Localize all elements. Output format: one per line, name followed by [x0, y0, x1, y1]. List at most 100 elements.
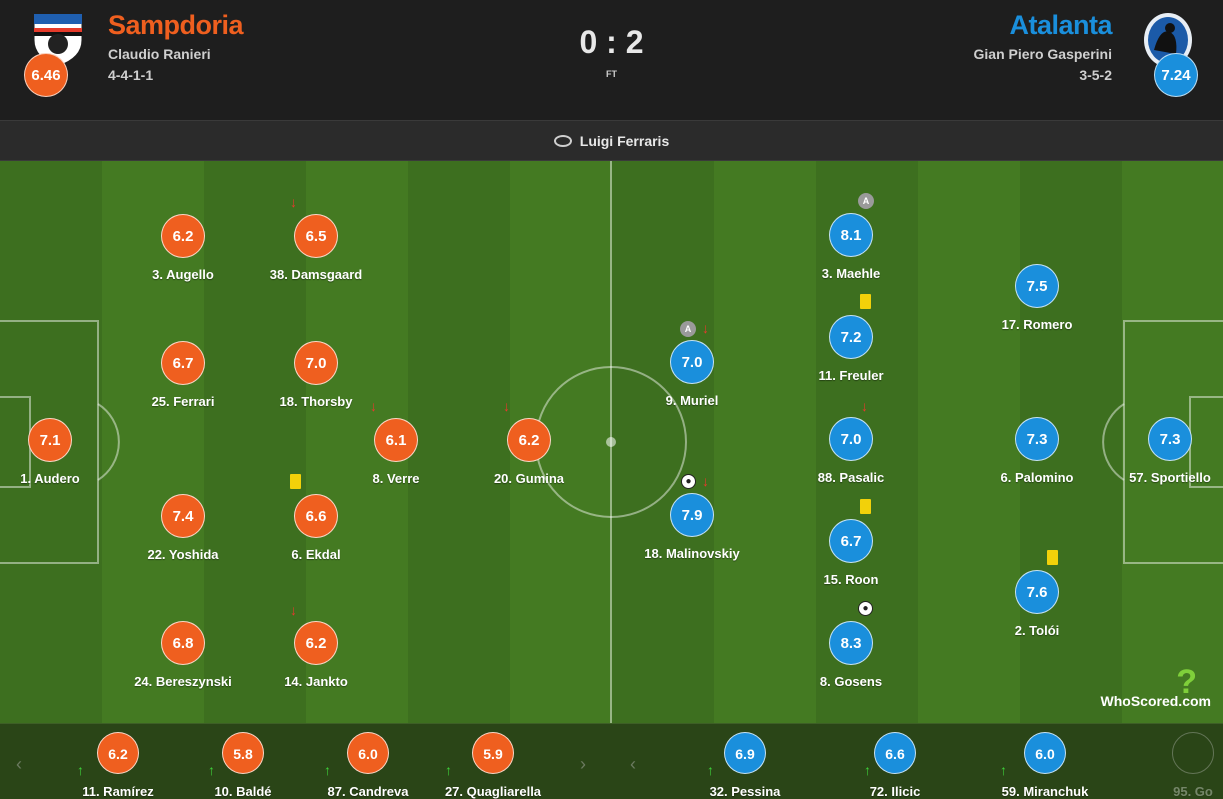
sub-pessina[interactable]: 6.9 32. Pessina	[680, 732, 810, 799]
player-name: 72. Ilicic	[869, 784, 921, 799]
yellow-card-icon	[860, 499, 871, 514]
player-sportiello[interactable]: 7.3 57. Sportiello	[1090, 417, 1223, 485]
player-rating: 7.0	[294, 341, 338, 385]
captain-icon: A	[680, 321, 696, 337]
player-name: 11. Freuler	[818, 368, 884, 383]
player-rating: 5.8	[222, 732, 264, 774]
player-rating: 6.6	[294, 494, 338, 538]
player-rating: 6.6	[874, 732, 916, 774]
player-ferrari[interactable]: 6.7 25. Ferrari	[103, 341, 263, 409]
yellow-card-icon	[860, 294, 871, 309]
player-romero[interactable]: 7.5 17. Romero	[957, 264, 1117, 332]
sub-ilicic[interactable]: 6.6 72. Ilicic	[830, 732, 960, 799]
substitutes-bar: ‹ › ‹ 6.2 11. Ramírez ↑ 5.8 10. Baldé ↑ …	[0, 723, 1223, 799]
player-name: 6. Palomino	[1000, 470, 1074, 485]
player-maehle[interactable]: 8.1 3. Maehle	[771, 213, 931, 281]
player-augello[interactable]: 6.2 3. Augello	[103, 214, 263, 282]
player-toloi[interactable]: 7.6 2. Tolói	[957, 570, 1117, 638]
player-name: 2. Tolói	[1014, 623, 1060, 638]
ball-icon: ●	[858, 601, 873, 616]
home-team-name[interactable]: Sampdoria	[108, 10, 244, 40]
sub-partial[interactable]: 95. Go	[1128, 732, 1223, 799]
player-palomino[interactable]: 7.3 6. Palomino	[957, 417, 1117, 485]
player-rating: 6.2	[294, 621, 338, 665]
player-name: 9. Muriel	[665, 393, 719, 408]
player-malinovskiy[interactable]: 7.9 18. Malinovskiy	[612, 493, 772, 561]
sub-ramirez[interactable]: 6.2 11. Ramírez	[53, 732, 183, 799]
arrow-down-icon: ↓	[702, 320, 709, 336]
player-rating: 8.3	[829, 621, 873, 665]
player-rating: 6.0	[1024, 732, 1066, 774]
player-name: 3. Augello	[152, 267, 214, 282]
player-rating: 7.9	[670, 493, 714, 537]
player-rating	[1172, 732, 1214, 774]
home-coach: Claudio Ranieri	[108, 46, 211, 62]
player-thorsby[interactable]: 7.0 18. Thorsby	[236, 341, 396, 409]
player-name: 1. Audero	[20, 471, 80, 486]
arrow-up-icon: ↑	[864, 762, 871, 778]
player-name: 18. Malinovskiy	[644, 546, 740, 561]
home-team-rating: 6.46	[24, 53, 68, 97]
ball-icon: ●	[681, 474, 696, 489]
player-name: 32. Pessina	[709, 784, 781, 799]
player-rating: 7.3	[1015, 417, 1059, 461]
player-verre[interactable]: 6.1 8. Verre	[316, 418, 476, 486]
venue-bar: Luigi Ferraris	[0, 120, 1223, 161]
player-rating: 7.6	[1015, 570, 1059, 614]
match-score: 0 : 2	[579, 24, 644, 60]
player-name: 8. Verre	[372, 471, 420, 486]
player-yoshida[interactable]: 7.4 22. Yoshida	[103, 494, 263, 562]
player-roon[interactable]: 6.7 15. Roon	[771, 519, 931, 587]
sub-quagliarella[interactable]: 5.9 27. Quagliarella	[428, 732, 558, 799]
pitch: 7.1 1. Audero 6.2 3. Augello 6.7 25. Fer…	[0, 161, 1223, 723]
player-freuler[interactable]: 7.2 11. Freuler	[771, 315, 931, 383]
player-rating: 7.0	[829, 417, 873, 461]
player-gosens[interactable]: 8.3 8. Gosens	[771, 621, 931, 689]
player-rating: 6.7	[829, 519, 873, 563]
player-rating: 8.1	[829, 213, 873, 257]
player-ekdal[interactable]: 6.6 6. Ekdal	[236, 494, 396, 562]
arrow-down-icon: ↓	[861, 398, 868, 414]
player-bereszynski[interactable]: 6.8 24. Bereszynski	[103, 621, 263, 689]
player-rating: 7.5	[1015, 264, 1059, 308]
player-audero[interactable]: 7.1 1. Audero	[0, 418, 130, 486]
yellow-card-icon	[1047, 550, 1058, 565]
arrow-down-icon: ↓	[290, 602, 297, 618]
player-jankto[interactable]: 6.2 14. Jankto	[236, 621, 396, 689]
player-rating: 6.1	[374, 418, 418, 462]
sub-balde[interactable]: 5.8 10. Baldé	[178, 732, 308, 799]
chevron-left-icon[interactable]: ‹	[16, 754, 22, 774]
arrow-down-icon: ↓	[702, 473, 709, 489]
whoscored-logo[interactable]: ? WhoScored.com	[1101, 663, 1211, 709]
match-header: 6.46 Sampdoria Claudio Ranieri 4-4-1-1 0…	[0, 0, 1223, 120]
sub-miranchuk[interactable]: 6.0 59. Miranchuk	[980, 732, 1110, 799]
sub-candreva[interactable]: 6.0 87. Candreva	[303, 732, 433, 799]
player-name: 87. Candreva	[327, 784, 409, 799]
chevron-right-icon[interactable]: ›	[580, 754, 586, 774]
player-muriel[interactable]: 7.0 9. Muriel	[612, 340, 772, 408]
arrow-down-icon: ↓	[290, 194, 297, 210]
player-name: 38. Damsgaard	[269, 267, 363, 282]
player-pasalic[interactable]: 7.0 88. Pasalic	[771, 417, 931, 485]
player-rating: 7.3	[1148, 417, 1192, 461]
player-name: 3. Maehle	[821, 266, 881, 281]
arrow-down-icon: ↓	[370, 398, 377, 414]
chevron-left-icon[interactable]: ‹	[630, 754, 636, 774]
player-name: 10. Baldé	[214, 784, 272, 799]
player-name: 6. Ekdal	[291, 547, 341, 562]
player-name: 8. Gosens	[819, 674, 883, 689]
home-formation: 4-4-1-1	[108, 67, 154, 83]
player-damsgaard[interactable]: 6.5 38. Damsgaard	[236, 214, 396, 282]
player-gumina[interactable]: 6.2 20. Gumina	[449, 418, 609, 486]
player-name: 88. Pasalic	[817, 470, 885, 485]
player-rating: 6.2	[97, 732, 139, 774]
arrow-up-icon: ↑	[1000, 762, 1007, 778]
player-name: 17. Romero	[1001, 317, 1073, 332]
player-name: 20. Gumina	[493, 471, 565, 486]
player-rating: 6.0	[347, 732, 389, 774]
player-rating: 6.5	[294, 214, 338, 258]
player-name: 18. Thorsby	[279, 394, 353, 409]
player-rating: 6.8	[161, 621, 205, 665]
arrow-up-icon: ↑	[324, 762, 331, 778]
away-team-name[interactable]: Atalanta	[1009, 10, 1112, 40]
